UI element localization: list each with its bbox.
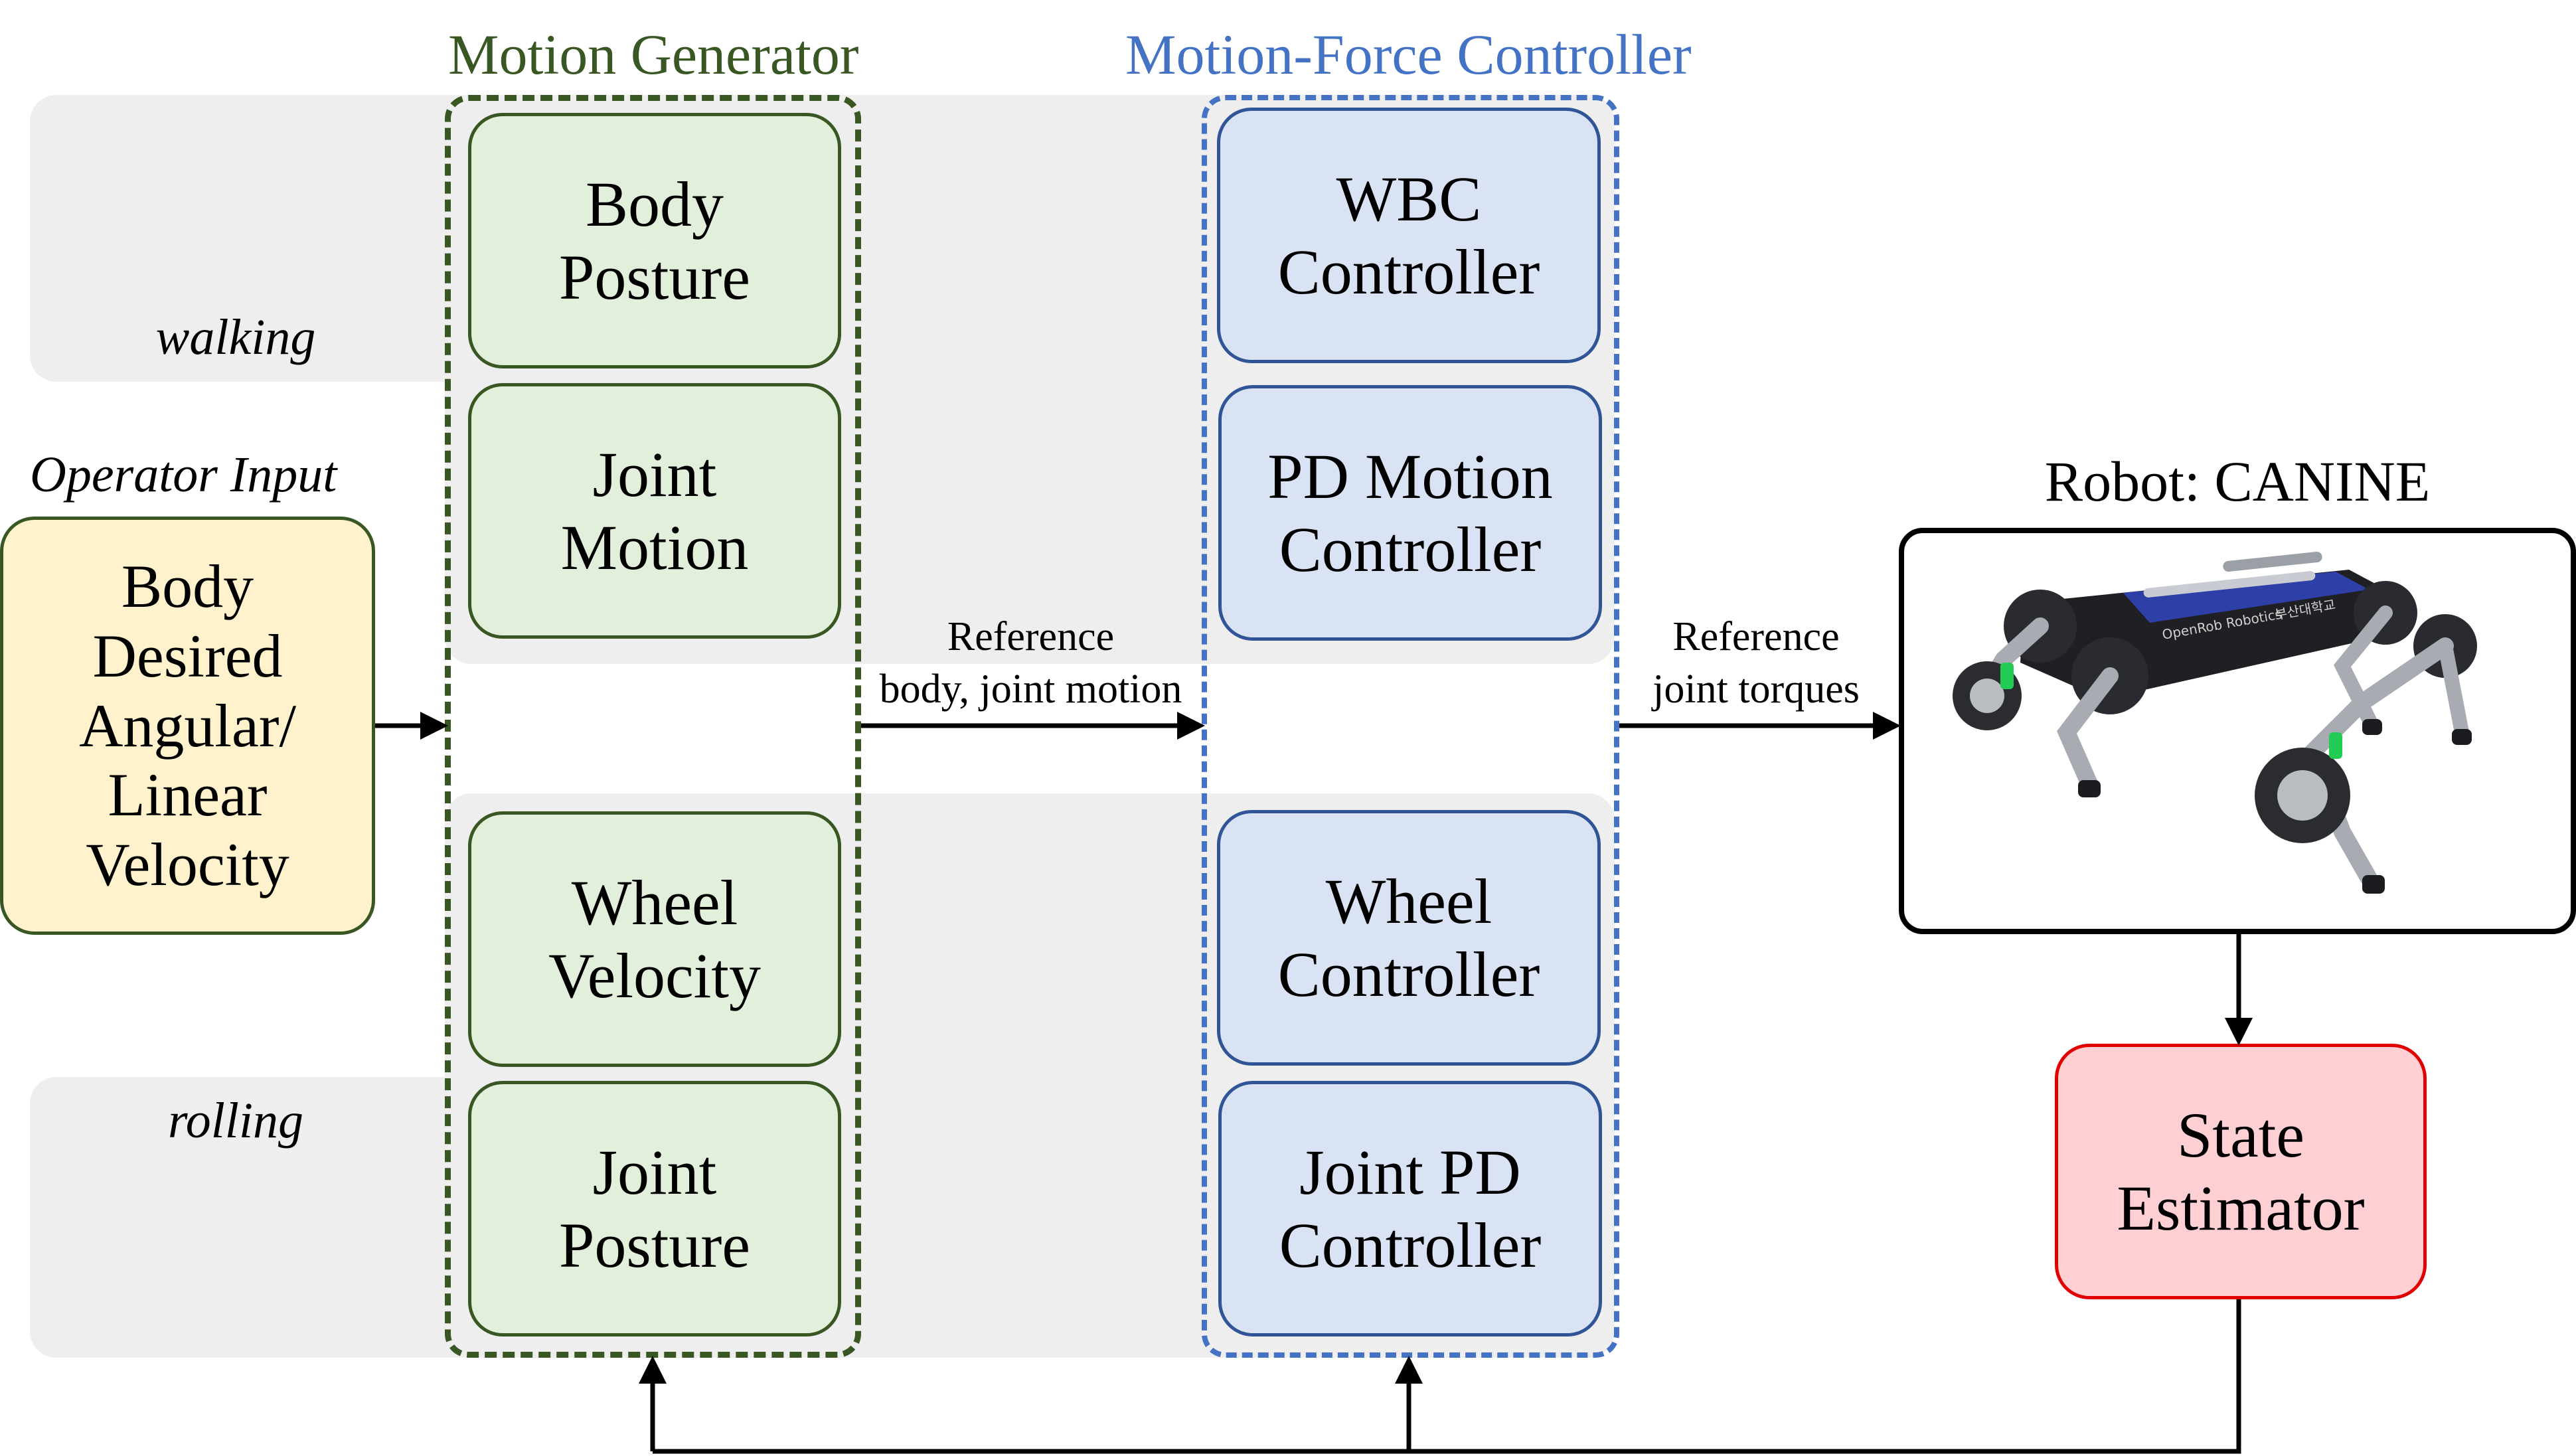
joint-posture-block: Joint Posture (468, 1081, 841, 1336)
leg-front-right (2057, 667, 2119, 794)
robot-frame: OpenRob Robotics 부산대학교 (1899, 528, 2576, 934)
leg-lower-rr (2438, 639, 2469, 740)
motion-generator-title: Motion Generator (448, 23, 859, 86)
operator-velocity-block: Body Desired Angular/ Linear Velocity (0, 517, 375, 935)
state-estimator-block: State Estimator (2055, 1044, 2427, 1299)
foot-fr (2078, 780, 2101, 797)
rolling-band-left (30, 1077, 488, 1358)
robot-battery-cover (2123, 572, 2369, 623)
operator-input-caption: Operator Input (30, 447, 337, 503)
reference-torques-label: Reference joint torques (1652, 614, 1860, 712)
status-led-rear (2329, 732, 2342, 759)
robot-canine-illustration: OpenRob Robotics 부산대학교 (1953, 551, 2477, 894)
robot-top-bar (2143, 571, 2316, 598)
pd-motion-controller-block: PD Motion Controller (1218, 385, 1602, 641)
status-led-front (2000, 663, 2014, 689)
robot-title: Robot: CANINE (2044, 449, 2431, 513)
foot-rr (2362, 875, 2385, 894)
joint-motion-block: Joint Motion (468, 383, 841, 639)
body-posture-block: Body Posture (468, 113, 841, 368)
motion-force-controller-title: Motion-Force Controller (1125, 23, 1692, 86)
robot-handle (2223, 551, 2322, 572)
joint-pd-controller-block: Joint PD Controller (1218, 1081, 1602, 1336)
wheel-controller-block: Wheel Controller (1217, 810, 1601, 1066)
foot-extra (2452, 729, 2472, 745)
walking-band-left (30, 95, 488, 382)
foot-rl (2362, 719, 2382, 735)
walking-mode-label: walking (155, 309, 316, 365)
wbc-controller-block: WBC Controller (1217, 108, 1601, 363)
reference-motion-label: Reference body, joint motion (879, 614, 1182, 712)
feedback-line (653, 1299, 2241, 1454)
wheel-velocity-block: Wheel Velocity (468, 811, 841, 1067)
rolling-mode-label: rolling (167, 1093, 304, 1149)
